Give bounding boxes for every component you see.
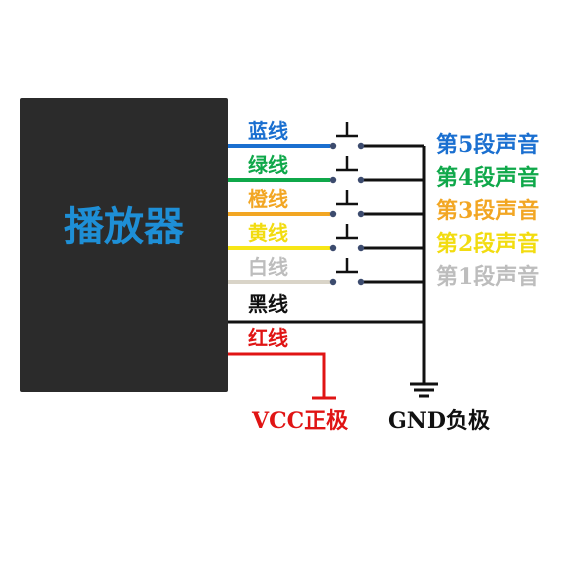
player-box: [20, 98, 228, 392]
segment-label: 第1段声音: [436, 264, 539, 290]
switches-group: [329, 122, 424, 286]
ground-icon: [410, 382, 438, 398]
red-wire-label: 红线: [248, 326, 288, 350]
wire-label: 绿线: [248, 153, 288, 177]
segment-label: 第4段声音: [436, 165, 539, 191]
segment-label: 第5段声音: [436, 132, 539, 158]
push-button-switch: [329, 156, 424, 184]
push-button-switch: [329, 190, 424, 218]
black-wire-label: 黑线: [248, 292, 288, 316]
push-button-switch: [329, 258, 424, 286]
segment-label: 第2段声音: [436, 231, 539, 257]
segment-label: 第3段声音: [436, 198, 539, 224]
push-button-switch: [329, 224, 424, 252]
vcc-label: VCC正极: [251, 408, 349, 434]
wire-label: 蓝线: [248, 119, 288, 143]
wire-label: 白线: [248, 255, 288, 279]
wire-label: 黄线: [248, 221, 288, 245]
player-label: 播放器: [64, 204, 185, 250]
gnd-label: GND负极: [388, 408, 491, 434]
push-button-switch: [329, 122, 424, 150]
red-wire-line: [228, 352, 326, 398]
wire-label: 橙线: [248, 187, 288, 211]
